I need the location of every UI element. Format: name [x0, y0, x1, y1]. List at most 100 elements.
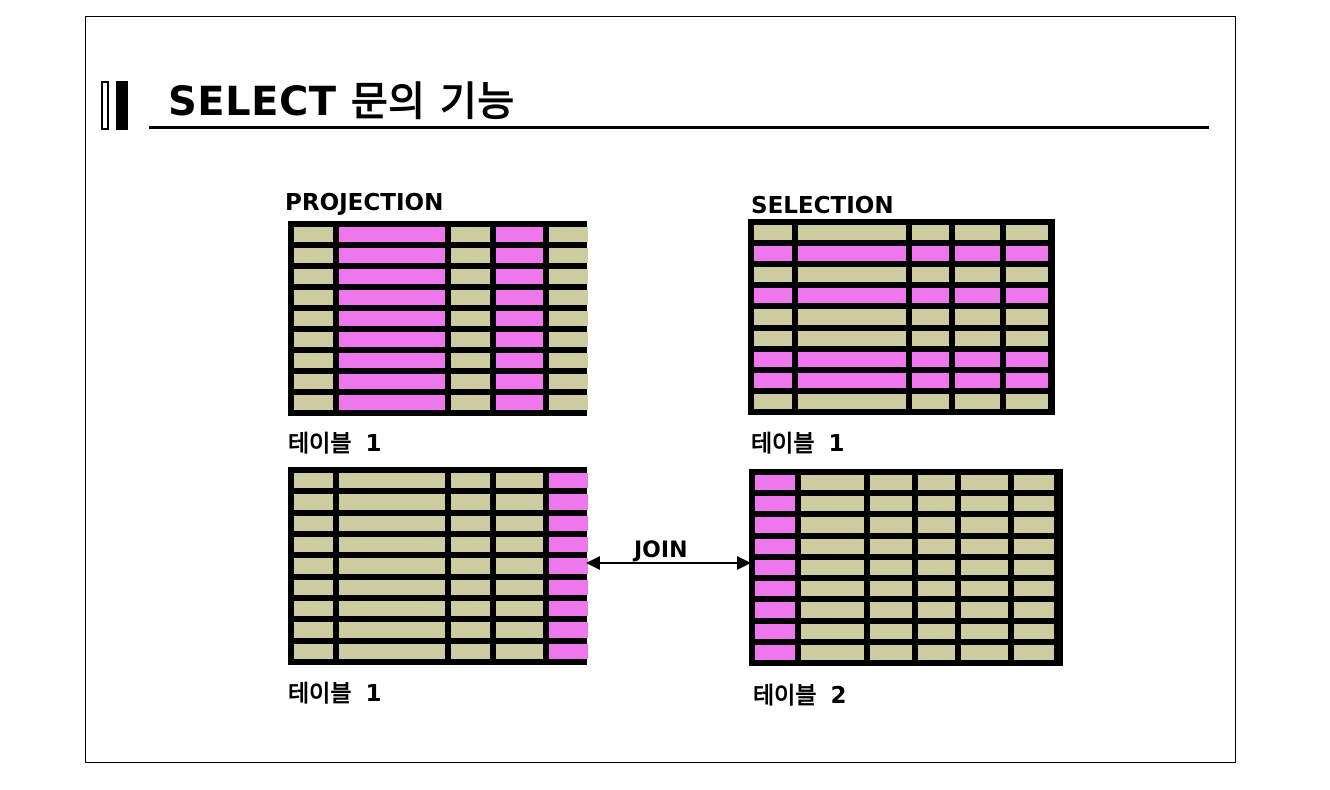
table-cell	[339, 515, 445, 531]
table-cell	[801, 581, 864, 597]
table-cell	[1014, 581, 1054, 597]
join-arrow-left-head	[586, 556, 600, 570]
highlighted-cell	[549, 558, 588, 574]
table-cell	[870, 559, 912, 576]
highlighted-cell	[754, 372, 792, 388]
highlighted-cell	[754, 288, 792, 304]
projection-table	[288, 221, 588, 416]
highlighted-cell	[339, 227, 445, 242]
table-cell	[918, 602, 955, 618]
table-cell	[961, 538, 1008, 554]
table-cell	[961, 559, 1008, 576]
table-cell	[451, 622, 490, 638]
table-cell	[294, 227, 333, 242]
table-cell	[294, 269, 333, 284]
table-cell	[496, 622, 543, 638]
selection-table	[748, 219, 1055, 415]
highlighted-cell	[496, 248, 543, 263]
table-cell	[798, 309, 906, 325]
highlighted-cell	[549, 473, 588, 489]
table-cell	[294, 248, 333, 263]
highlighted-cell	[339, 311, 445, 326]
highlighted-cell	[339, 353, 445, 368]
highlighted-cell	[754, 246, 792, 262]
table-cell	[961, 581, 1008, 597]
table-cell	[549, 332, 588, 347]
table-cell	[451, 353, 490, 368]
highlighted-cell	[955, 372, 1000, 388]
highlighted-cell	[496, 374, 543, 389]
highlighted-cell	[1006, 288, 1048, 304]
table-cell	[294, 473, 333, 489]
table-cell	[961, 475, 1008, 491]
highlighted-cell	[339, 395, 445, 410]
table-cell	[912, 309, 949, 325]
table-cell	[451, 248, 490, 263]
highlighted-cell	[755, 496, 795, 512]
table-cell	[961, 496, 1008, 512]
highlighted-cell	[339, 374, 445, 389]
table-cell	[1014, 538, 1054, 554]
table-cell	[918, 538, 955, 554]
highlighted-cell	[955, 246, 1000, 262]
table-cell	[294, 395, 333, 410]
highlighted-cell	[798, 372, 906, 388]
table-cell	[955, 267, 1000, 283]
table-cell	[870, 581, 912, 597]
table-cell	[918, 475, 955, 491]
table-cell	[451, 515, 490, 531]
table-cell	[294, 332, 333, 347]
table-cell	[1014, 644, 1054, 660]
table-cell	[549, 353, 588, 368]
join-left-table-label: 테이블 1	[288, 681, 382, 707]
highlighted-cell	[798, 288, 906, 304]
highlighted-cell	[912, 351, 949, 367]
highlighted-cell	[755, 559, 795, 576]
table-cell	[339, 600, 445, 617]
highlighted-cell	[755, 581, 795, 597]
highlighted-cell	[1006, 351, 1048, 367]
table-cell	[870, 623, 912, 639]
table-cell	[549, 395, 588, 410]
selection-label: SELECTION	[751, 193, 894, 219]
table-cell	[339, 622, 445, 638]
table-cell	[1006, 393, 1048, 409]
table-cell	[451, 332, 490, 347]
table-cell	[870, 475, 912, 491]
table-cell	[339, 494, 445, 510]
table-cell	[549, 311, 588, 326]
table-cell	[451, 311, 490, 326]
table-cell	[1014, 496, 1054, 512]
highlighted-cell	[755, 538, 795, 554]
highlighted-cell	[755, 602, 795, 618]
table-cell	[918, 644, 955, 660]
table-cell	[294, 536, 333, 553]
title-underline	[149, 126, 1209, 129]
table-cell	[549, 374, 588, 389]
table-cell	[1014, 602, 1054, 618]
highlighted-cell	[549, 515, 588, 531]
highlighted-cell	[549, 494, 588, 510]
table-cell	[496, 558, 543, 574]
table-cell	[955, 225, 1000, 241]
highlighted-cell	[755, 517, 795, 533]
table-cell	[870, 538, 912, 554]
table-cell	[549, 269, 588, 284]
table-cell	[1006, 225, 1048, 241]
highlighted-cell	[339, 248, 445, 263]
highlighted-cell	[339, 332, 445, 347]
projection-label: PROJECTION	[285, 190, 444, 216]
highlighted-cell	[496, 395, 543, 410]
highlighted-cell	[912, 246, 949, 262]
highlighted-cell	[1006, 372, 1048, 388]
highlighted-cell	[549, 579, 588, 595]
table-cell	[496, 536, 543, 553]
table-cell	[798, 393, 906, 409]
table-cell	[798, 225, 906, 241]
table-cell	[294, 494, 333, 510]
table-cell	[1014, 559, 1054, 576]
highlighted-cell	[339, 290, 445, 305]
table-cell	[754, 267, 792, 283]
table-cell	[451, 536, 490, 553]
join-left-table	[288, 467, 588, 665]
